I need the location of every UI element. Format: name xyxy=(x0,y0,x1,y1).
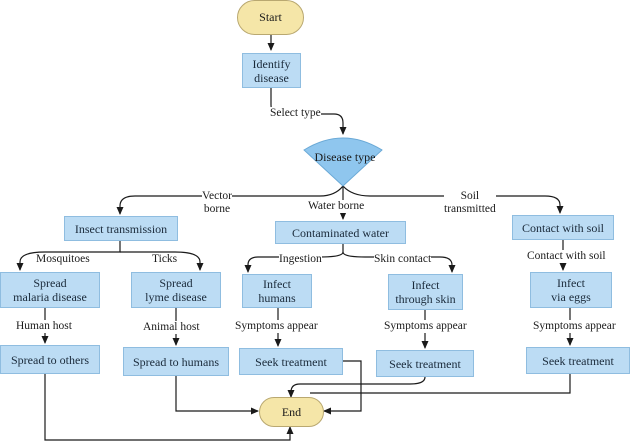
edge-soil-transmitted xyxy=(342,185,564,214)
spread-to-others-box: Spread to others xyxy=(0,345,100,374)
edge-ticks xyxy=(120,251,204,271)
seek-treatment-box-1: Seek treatment xyxy=(239,348,343,375)
seek-treatment-box-2: Seek treatment xyxy=(376,350,474,377)
start-node: Start xyxy=(237,0,304,35)
decision-label: Disease type xyxy=(314,150,376,164)
label-symptoms-appear-3: Symptoms appear xyxy=(533,320,616,333)
edge-seek3-end xyxy=(310,374,571,394)
spread-lyme-box: Spread lyme disease xyxy=(131,272,221,308)
contact-with-soil-box: Contact with soil xyxy=(512,215,614,240)
insect-transmission-box: Insect transmission xyxy=(64,216,178,241)
label-contact-with-soil: Contact with soil xyxy=(527,250,606,263)
label-soil-transmitted: Soil transmitted xyxy=(444,190,496,216)
infect-humans-box: Infect humans xyxy=(242,274,312,308)
decision-shape xyxy=(303,137,383,187)
label-vector-borne: Vector borne xyxy=(202,190,233,216)
label-human-host: Human host xyxy=(16,320,72,333)
edge-vector-borne xyxy=(116,185,344,215)
label-skin-contact: Skin contact xyxy=(374,253,432,266)
label-select-type: Select type xyxy=(270,107,321,120)
label-water-borne: Water borne xyxy=(308,200,365,213)
edge-humans-end xyxy=(175,376,259,415)
edge-seek2-end xyxy=(287,376,426,398)
end-node: End xyxy=(259,397,324,427)
infect-via-eggs-box: Infect via eggs xyxy=(530,272,612,308)
edge-seek1-end xyxy=(323,360,362,415)
label-ticks: Ticks xyxy=(152,253,178,266)
contaminated-water-box: Contaminated water xyxy=(275,221,406,244)
spread-to-humans-box: Spread to humans xyxy=(123,347,229,376)
label-symptoms-appear-2: Symptoms appear xyxy=(384,320,467,333)
label-animal-host: Animal host xyxy=(143,321,200,334)
spread-malaria-box: Spread malaria disease xyxy=(0,272,100,308)
edge-mosquitoes xyxy=(16,241,121,271)
label-symptoms-appear-1: Symptoms appear xyxy=(235,320,318,333)
edge-others-end xyxy=(44,374,294,441)
label-mosquitoes: Mosquitoes xyxy=(36,253,90,266)
infect-through-skin-box: Infect through skin xyxy=(388,274,463,310)
identify-disease-box: Identify disease xyxy=(242,53,301,88)
label-ingestion: Ingestion xyxy=(279,253,322,266)
edge-skin-contact xyxy=(342,251,456,273)
seek-treatment-box-3: Seek treatment xyxy=(526,347,630,374)
